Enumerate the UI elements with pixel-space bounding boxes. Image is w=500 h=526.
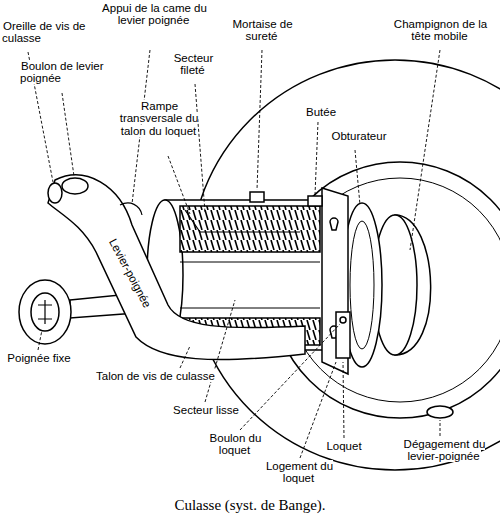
transverse-ramp: [185, 210, 300, 232]
safety-mortise: [250, 192, 264, 202]
cam-bearing: [120, 203, 142, 215]
part-label: Obturateur: [318, 130, 400, 142]
part-label-text: Boulon du loquet: [209, 432, 262, 456]
part-label-text: Oreille de vis de culasse: [2, 20, 85, 44]
lever-handle: [48, 175, 305, 360]
part-label-text: Secteur fileté: [173, 52, 214, 76]
latch-bolt: [340, 317, 346, 323]
part-label: Champignon de la tête mobile: [385, 18, 495, 43]
part-label-text: Champignon de la tête mobile: [393, 18, 487, 42]
part-label-text: Mortaise de sureté: [231, 18, 292, 42]
lever-clearance-slot: [427, 406, 453, 418]
leader-lines: [28, 50, 440, 458]
part-label: Oreille de vis de culasse: [2, 20, 86, 45]
part-label: Secteur fileté: [162, 52, 224, 77]
part-label: Boulon du loquet: [203, 432, 267, 457]
part-label: Boulon de levier poignée: [20, 60, 106, 85]
part-label: Appui de la came du levier poignée: [98, 2, 210, 27]
stop: [308, 196, 322, 206]
part-label-text: Dégagement du levier-poignée: [403, 438, 486, 462]
part-label-text: Loquet: [325, 440, 362, 452]
part-label: Dégagement du levier-poignée: [390, 438, 498, 463]
threaded-sector: [180, 206, 320, 252]
fixed-handle-eye: [31, 293, 59, 331]
lever-bolt: [62, 178, 88, 194]
part-label: Poignée fixe: [6, 352, 72, 364]
part-label-text: Talon de vis de culasse: [95, 370, 216, 382]
figure-caption: Culasse (syst. de Bange).: [0, 496, 500, 514]
part-label: Butée: [298, 106, 344, 118]
part-label: Mortaise de sureté: [220, 18, 304, 43]
caption-text: Culasse (syst. de Bange).: [174, 497, 325, 513]
part-label: Logement du loquet: [262, 460, 336, 485]
part-label: Rampe transversale du talon du loquet: [112, 100, 206, 137]
obturator-inner: [350, 221, 374, 349]
screw-ear: [48, 183, 62, 203]
part-label-text: Appui de la came du levier poignée: [101, 2, 207, 26]
latch: [336, 312, 350, 358]
part-label: Secteur lisse: [158, 404, 254, 416]
part-label-text: Obturateur: [331, 130, 388, 142]
part-label-text: Boulon de levier poignée: [20, 60, 103, 84]
part-label-text: Butée: [305, 106, 337, 118]
plain-sector-edges: [180, 262, 320, 308]
part-label-text: Secteur lisse: [172, 404, 240, 416]
keyhole: [330, 218, 338, 230]
fixed-handle: [19, 280, 71, 344]
part-label-text: Logement du loquet: [265, 460, 333, 484]
part-label: Talon de vis de culasse: [95, 370, 235, 382]
part-label-text: Rampe transversale du talon du loquet: [120, 100, 199, 137]
part-label: Loquet: [320, 440, 368, 452]
part-label-text: Poignée fixe: [6, 352, 71, 364]
